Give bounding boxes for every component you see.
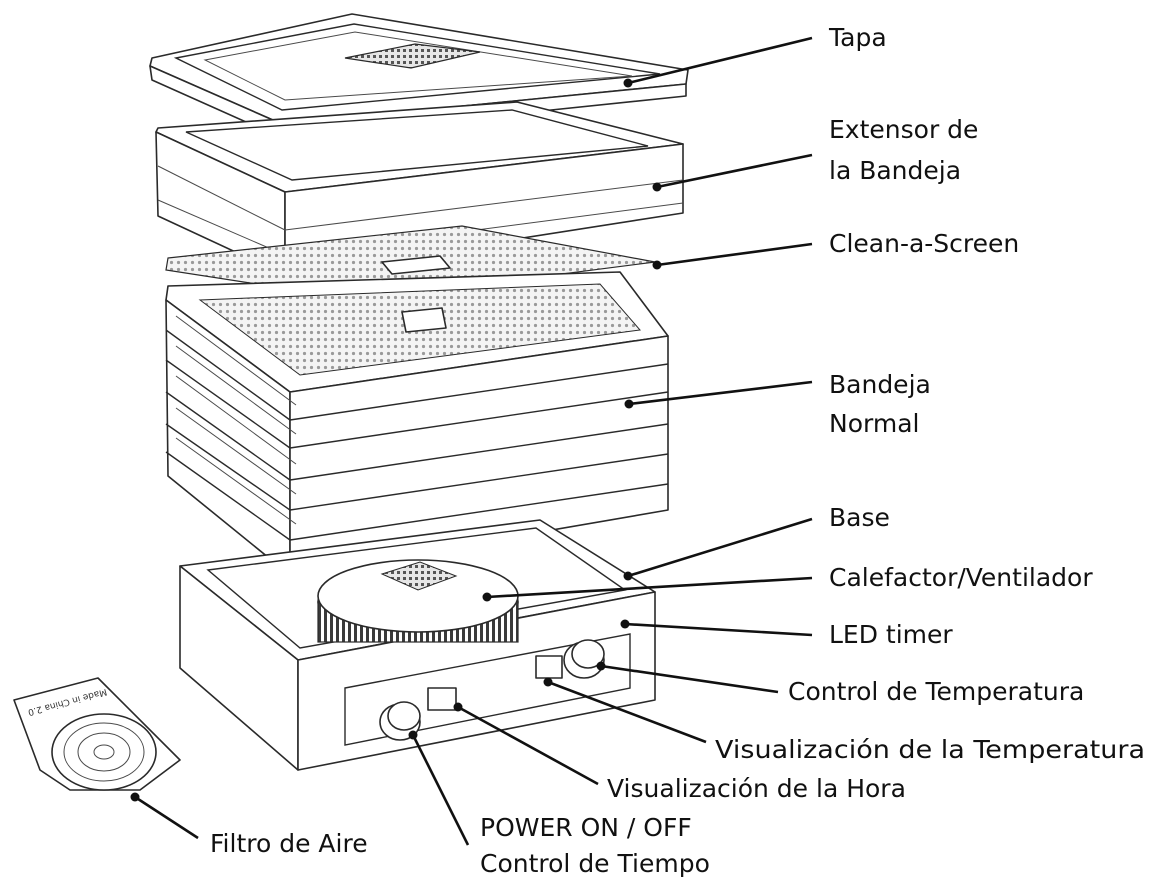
label-visualizacion-temperatura: Visualización de la Temperatura bbox=[715, 735, 1145, 764]
leader-tapa bbox=[627, 36, 813, 85]
label-bandeja-line2: Normal bbox=[829, 409, 919, 438]
leader-control-temperatura bbox=[600, 664, 779, 694]
leader-visualizacion-hora bbox=[457, 705, 599, 786]
leader-power bbox=[411, 734, 470, 846]
base-drawing bbox=[179, 519, 656, 771]
leader-lines bbox=[130, 36, 813, 846]
leader-clean-a-screen bbox=[656, 242, 813, 267]
label-clean-a-screen: Clean-a-Screen bbox=[829, 229, 1019, 258]
label-tapa: Tapa bbox=[828, 23, 887, 52]
label-power-line2: Control de Tiempo bbox=[480, 849, 710, 878]
label-base: Base bbox=[829, 503, 890, 532]
label-visualizacion-hora: Visualización de la Hora bbox=[607, 774, 906, 803]
leader-bandeja bbox=[628, 380, 813, 406]
label-filtro: Filtro de Aire bbox=[210, 829, 368, 858]
label-bandeja-line1: Bandeja bbox=[829, 370, 931, 399]
leader-calefactor bbox=[486, 576, 813, 599]
air-filter-drawing: Made in China 2.0 bbox=[13, 677, 181, 791]
label-extensor-line2: la Bandeja bbox=[829, 156, 961, 185]
label-control-temperatura: Control de Temperatura bbox=[788, 677, 1084, 706]
leader-led-timer bbox=[624, 622, 813, 637]
leader-visualizacion-temperatura bbox=[547, 680, 707, 744]
label-calefactor: Calefactor/Ventilador bbox=[829, 563, 1093, 592]
labels: Tapa Extensor de la Bandeja Clean-a-Scre… bbox=[210, 23, 1145, 878]
label-extensor-line1: Extensor de bbox=[829, 115, 978, 144]
label-led-timer: LED timer bbox=[829, 620, 953, 649]
normal-trays-drawing bbox=[165, 271, 669, 576]
leader-base bbox=[627, 517, 813, 578]
label-power-line1: POWER ON / OFF bbox=[480, 813, 692, 842]
leader-filtro bbox=[134, 795, 199, 840]
leader-extensor bbox=[656, 153, 813, 189]
